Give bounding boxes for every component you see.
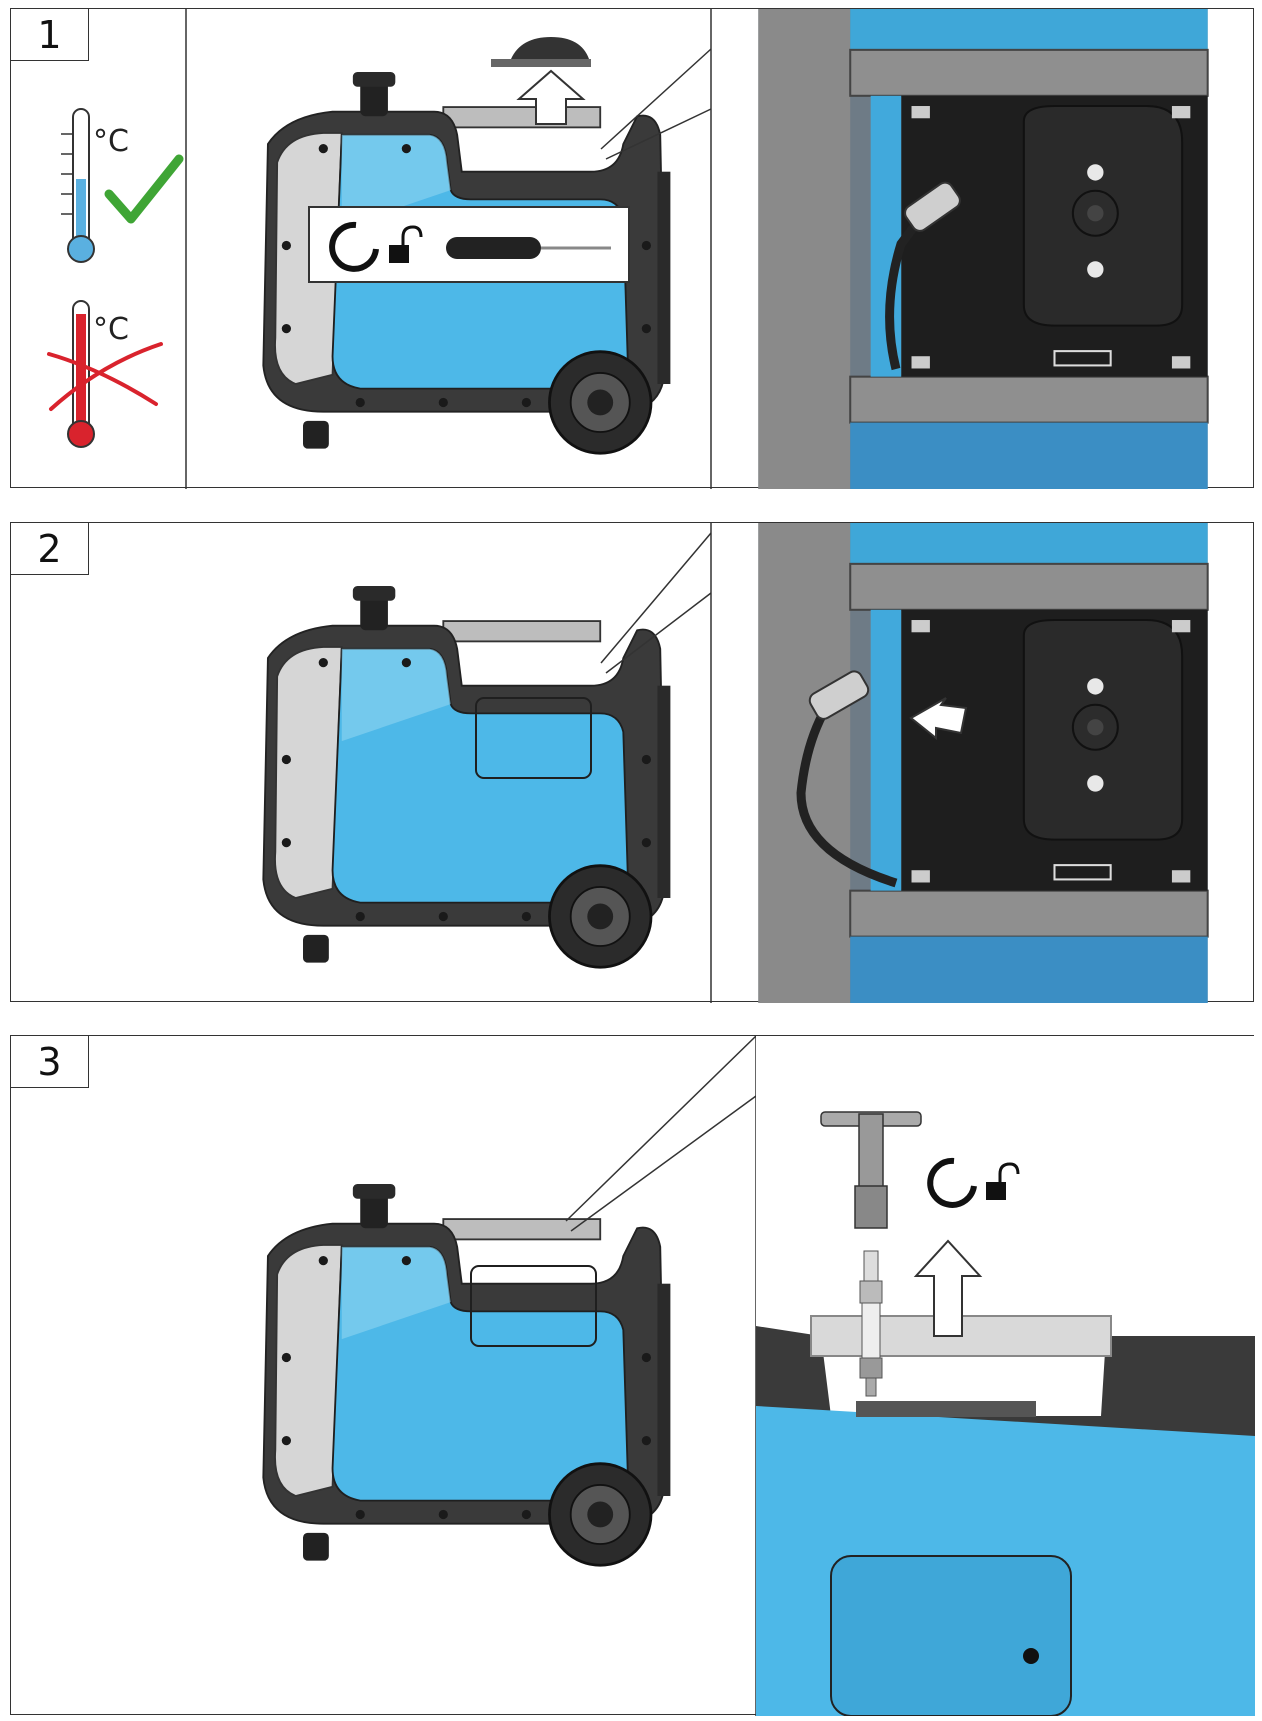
thermometer-ok-icon: °C bbox=[61, 109, 129, 262]
step-2-illustration bbox=[11, 523, 1255, 1003]
cross-icon bbox=[49, 344, 161, 409]
engine-closeup bbox=[758, 523, 1207, 1003]
step-3-panel: 3 bbox=[10, 1035, 1254, 1715]
generator-illustration bbox=[263, 1184, 670, 1565]
tool-inset bbox=[309, 207, 629, 282]
step-1-illustration: °C °C bbox=[11, 9, 1255, 489]
generator-illustration bbox=[263, 586, 670, 967]
engine-closeup bbox=[758, 9, 1207, 489]
temperature-unit: °C bbox=[93, 124, 129, 159]
step-3-illustration bbox=[11, 1036, 1255, 1716]
temperature-unit: °C bbox=[93, 312, 129, 347]
cover-lift bbox=[491, 37, 591, 67]
check-icon bbox=[109, 159, 179, 219]
top-closeup bbox=[756, 1036, 1255, 1716]
step-1-panel: 1 °C °C bbox=[10, 8, 1254, 488]
step-2-panel: 2 bbox=[10, 522, 1254, 1002]
